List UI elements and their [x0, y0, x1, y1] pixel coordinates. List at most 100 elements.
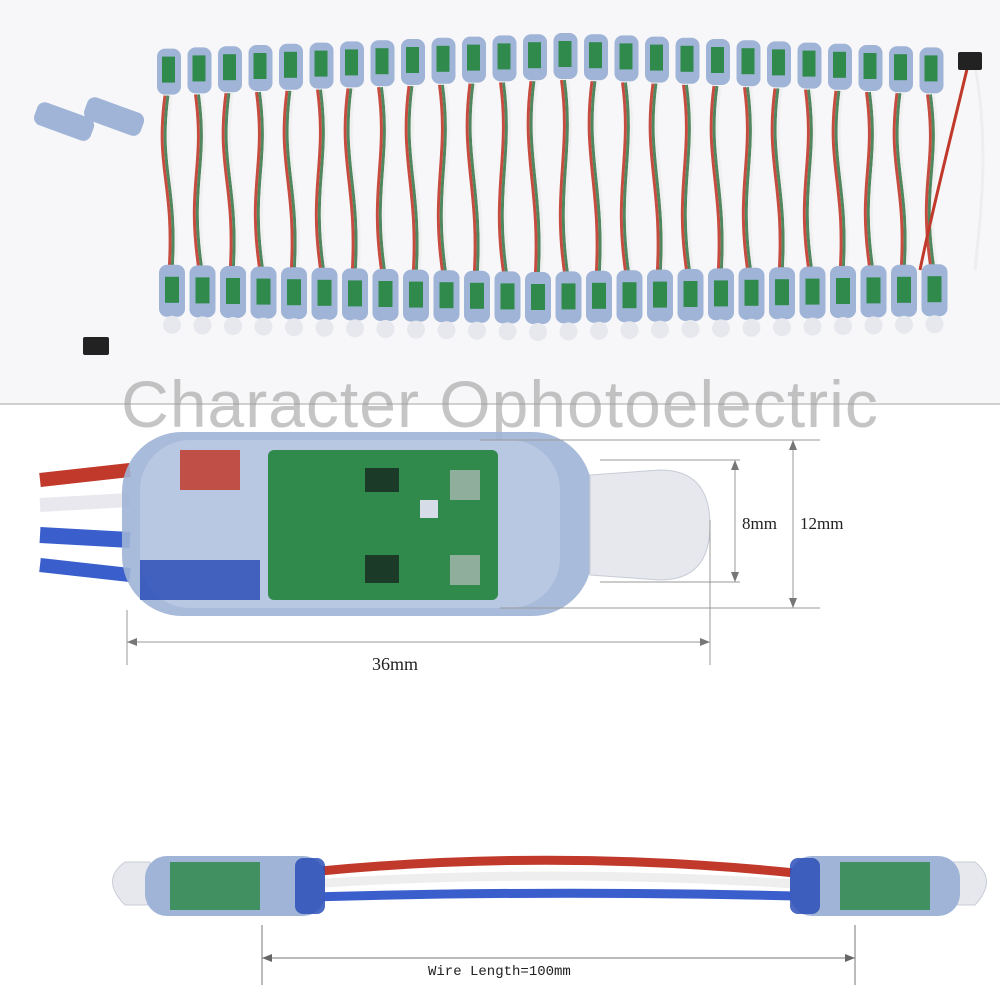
strand-wire	[709, 85, 721, 277]
strand-wire	[741, 87, 750, 277]
strand-wire	[378, 87, 387, 278]
strand-wire	[407, 85, 419, 278]
strand-pcb-top	[253, 53, 267, 79]
strand-wire	[619, 82, 628, 279]
strand-lens	[559, 322, 578, 341]
strand-wire	[343, 88, 355, 277]
strand-wire	[564, 79, 573, 280]
strand-lens	[895, 315, 913, 334]
strand-wire	[805, 89, 814, 275]
strand-pcb-top	[467, 44, 480, 71]
strand-lens	[437, 321, 456, 340]
strand-module-left	[34, 102, 95, 141]
strand-lens	[681, 320, 700, 338]
strand-lens	[407, 320, 425, 339]
strand-pcb-bottom	[531, 284, 545, 310]
strand-pcb-bottom	[897, 276, 911, 303]
strand-wire	[590, 81, 602, 279]
strand-pcb-bottom	[256, 278, 271, 305]
strand-wire	[831, 90, 843, 275]
strand-wire	[320, 89, 329, 277]
strand-wire	[837, 90, 849, 275]
strand-pcb-bottom	[165, 276, 179, 303]
strand-lens	[712, 319, 730, 338]
strand-lens	[376, 320, 395, 338]
strand-wire	[497, 82, 506, 280]
strand-wire	[526, 81, 538, 281]
strand-wire	[529, 81, 541, 281]
strand-wire	[471, 83, 483, 279]
strand-wire	[892, 93, 904, 273]
dimension-inner-label: 8mm	[742, 514, 777, 533]
strand-wire	[773, 88, 785, 276]
strand-pcb-bottom	[378, 281, 393, 307]
strand-pcb-top	[345, 49, 358, 76]
strand-wire	[927, 94, 936, 273]
strand-wire	[500, 82, 509, 280]
strand-wire	[747, 87, 756, 277]
strand-wire	[561, 79, 570, 280]
strand-pcb-top	[375, 48, 389, 75]
connector-right	[958, 52, 982, 70]
strand-pcb-bottom	[866, 277, 881, 304]
strand-pcb-bottom	[287, 279, 301, 306]
strand-pcb-bottom	[317, 279, 332, 306]
strand-pcb-bottom	[622, 282, 637, 309]
strand-wire	[256, 91, 265, 275]
strand-lens	[193, 316, 212, 335]
strand-lens	[468, 321, 486, 340]
strand-pcb-top	[619, 43, 633, 70]
strand-wire	[654, 83, 666, 278]
dimension-length-label: 36mm	[372, 654, 419, 674]
strand-lens	[742, 318, 761, 337]
strand-wire	[404, 85, 416, 278]
strand-pcb-bottom	[561, 283, 576, 310]
strand-pcb-top	[650, 44, 663, 71]
strand-wire	[532, 81, 544, 281]
strand-wire	[744, 87, 753, 277]
strand-pcb-top	[711, 47, 724, 73]
strand-wire	[503, 82, 512, 280]
strand-pcb-bottom	[653, 281, 667, 308]
strand-lens	[346, 319, 364, 338]
strand-pcb-bottom	[348, 280, 362, 307]
strand-lens	[834, 317, 852, 335]
strand-module-left	[84, 97, 145, 136]
strand-lens	[529, 323, 547, 341]
strand-wire	[439, 84, 448, 279]
strand-wire	[770, 88, 782, 276]
strand-pcb-bottom	[470, 282, 484, 309]
strand-wire	[314, 89, 323, 277]
strand-pcb-top	[863, 53, 877, 79]
strand-wire	[166, 95, 178, 273]
strand-lens	[773, 318, 791, 337]
strand-wire-tail	[918, 64, 970, 271]
strand-wire	[285, 90, 297, 276]
strand-pcb-top	[802, 50, 816, 77]
strand-wire	[686, 84, 695, 278]
strand-pcb-top	[589, 42, 602, 69]
strand-lens	[590, 321, 608, 340]
strand-lens	[163, 315, 181, 334]
dimension-outer-label: 12mm	[800, 514, 844, 533]
strand-wire	[317, 89, 326, 277]
strand-pcb-bottom	[683, 281, 698, 307]
strand-pcb-bottom	[836, 278, 850, 304]
strand-lens	[803, 317, 822, 336]
strand-lens	[254, 317, 273, 336]
strand-pcb-bottom	[744, 279, 759, 306]
strand-pcb-bottom	[439, 282, 454, 309]
strand-pcb-bottom	[500, 283, 515, 310]
strand-wire	[625, 82, 634, 279]
strand-pcb-top	[497, 43, 511, 70]
strand-wire	[930, 94, 939, 273]
watermark-text: Character Ophotoelectric	[121, 367, 879, 441]
led-strand-photo	[0, 0, 1000, 405]
strand-wire	[593, 81, 605, 279]
strand-wire	[924, 94, 933, 273]
strand-wire	[288, 90, 300, 276]
strand-wire	[895, 93, 907, 273]
strand-wire	[198, 94, 207, 274]
strand-wire	[712, 85, 724, 277]
strand-wire	[442, 84, 451, 279]
